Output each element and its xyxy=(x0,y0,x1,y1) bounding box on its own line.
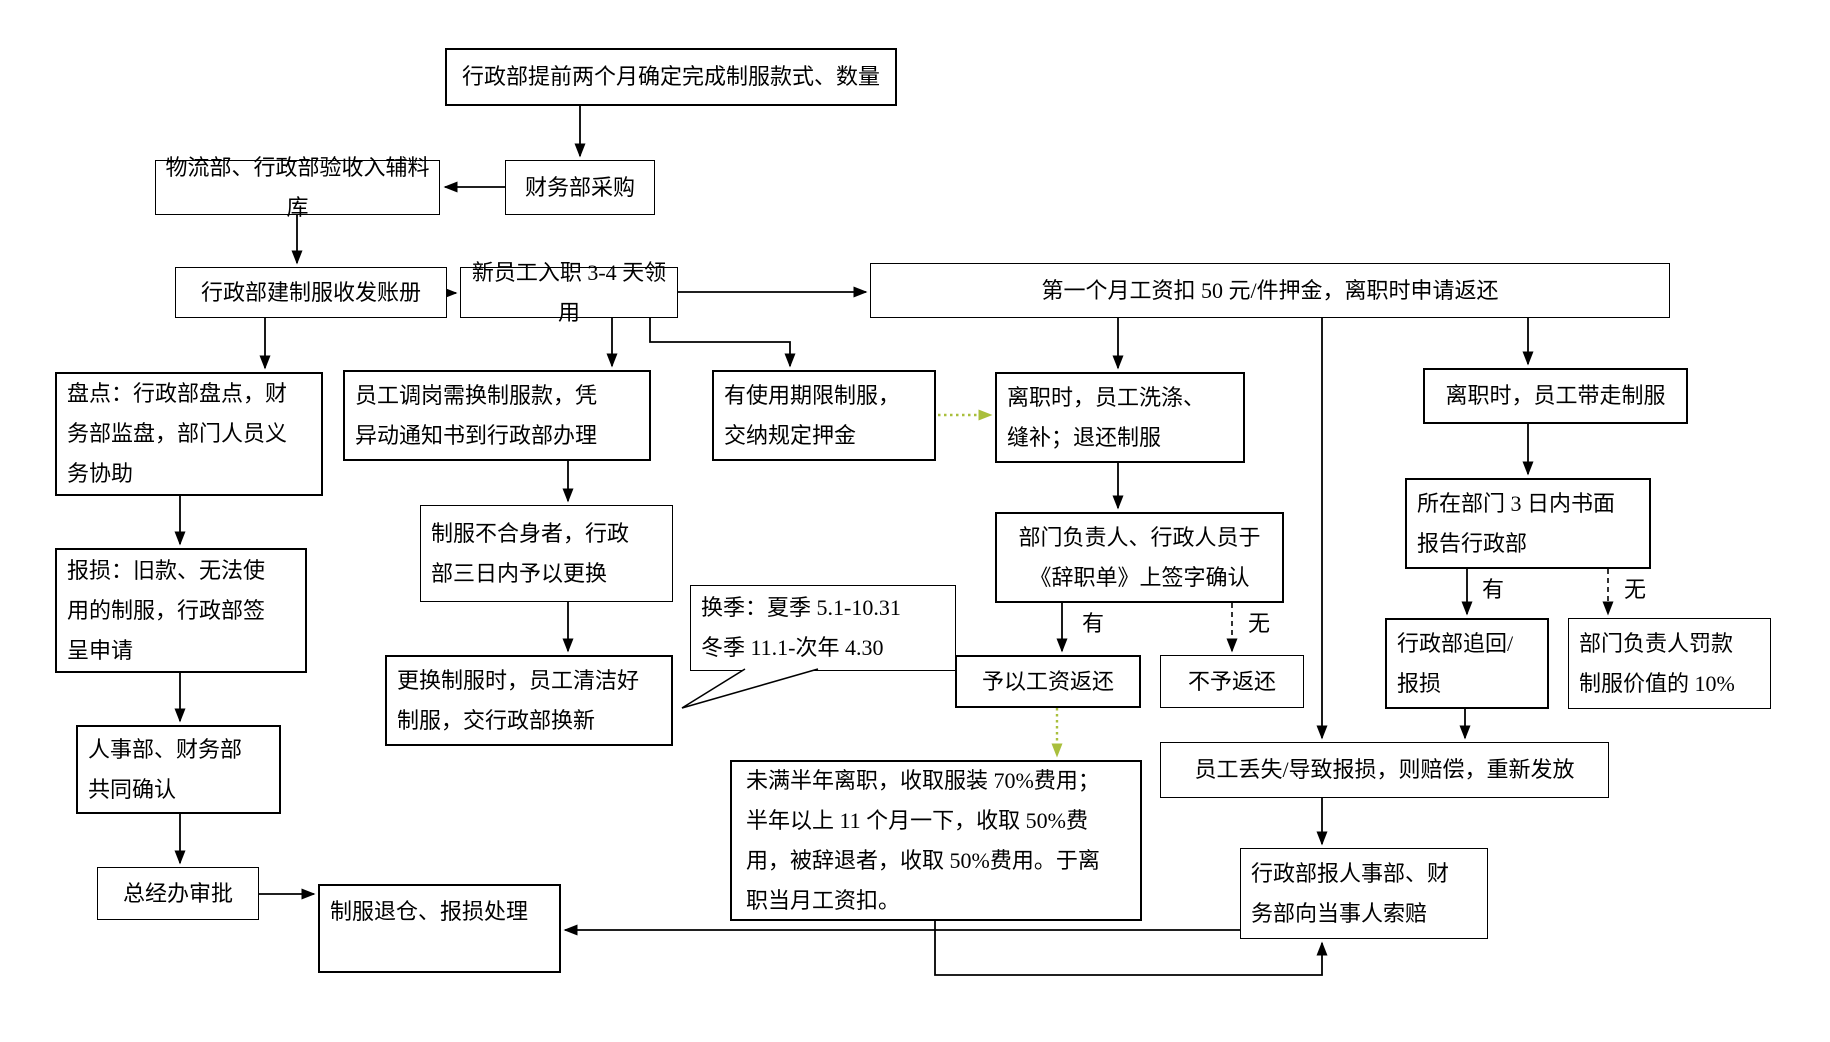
node-ledger: 行政部建制服收发账册 xyxy=(175,267,447,318)
node-unfit: 制服不合身者，行政 部三日内予以更换 xyxy=(420,505,673,602)
node-renew: 更换制服时，员工清洁好 制服，交行政部换新 xyxy=(385,655,673,746)
node-fine: 部门负责人罚款 制服价值的 10% xyxy=(1568,618,1771,709)
node-transfer: 员工调岗需换制服款，凭 异动通知书到行政部办理 xyxy=(343,370,651,461)
node-no-refund: 不予返还 xyxy=(1160,655,1304,708)
label-report-no: 无 xyxy=(1622,577,1649,602)
node-leave-take: 离职时，员工带走制服 xyxy=(1423,368,1688,424)
node-joint-confirm: 人事部、财务部 共同确认 xyxy=(76,725,281,814)
node-new-staff: 新员工入职 3-4 天领用 xyxy=(460,260,678,325)
node-purchase: 财务部采购 xyxy=(505,160,655,215)
node-damage-report: 报损：旧款、无法使 用的制服，行政部签 呈申请 xyxy=(55,548,307,673)
node-leave-wash: 离职时，员工洗涤、 缝补；退还制服 xyxy=(995,372,1245,463)
node-report-3d: 所在部门 3 日内书面 报告行政部 xyxy=(1405,478,1651,569)
node-claim: 行政部报人事部、财 务部向当事人索赔 xyxy=(1240,848,1488,939)
node-lost: 员工丢失/导致报损，则赔偿，重新发放 xyxy=(1160,742,1609,798)
label-sign-yes: 有 xyxy=(1080,611,1107,636)
node-return-store: 制服退仓、报损处理 xyxy=(318,884,561,973)
node-gm-approve: 总经办审批 xyxy=(97,867,259,920)
label-sign-no: 无 xyxy=(1246,611,1273,636)
node-confirm-style: 行政部提前两个月确定完成制服款式、数量 xyxy=(445,48,897,106)
node-acceptance: 物流部、行政部验收入辅料库 xyxy=(155,155,440,220)
node-sign-confirm: 部门负责人、行政人员于 《辞职单》上签字确认 xyxy=(995,512,1284,603)
node-limited-term: 有使用期限制服， 交纳规定押金 xyxy=(712,370,936,461)
node-fee-rule: 未满半年离职，收取服装 70%费用； 半年以上 11 个月一下，收取 50%费 … xyxy=(730,760,1142,921)
node-refund: 予以工资返还 xyxy=(955,655,1141,708)
label-report-yes: 有 xyxy=(1480,577,1507,602)
node-deposit: 第一个月工资扣 50 元/件押金，离职时申请返还 xyxy=(870,263,1670,318)
node-recover: 行政部追回/ 报损 xyxy=(1385,618,1549,709)
node-stocktake: 盘点：行政部盘点，财 务部监盘，部门人员义 务协助 xyxy=(55,372,323,496)
node-season-note-callout: 换季：夏季 5.1-10.31 冬季 11.1-次年 4.30 xyxy=(690,585,956,671)
